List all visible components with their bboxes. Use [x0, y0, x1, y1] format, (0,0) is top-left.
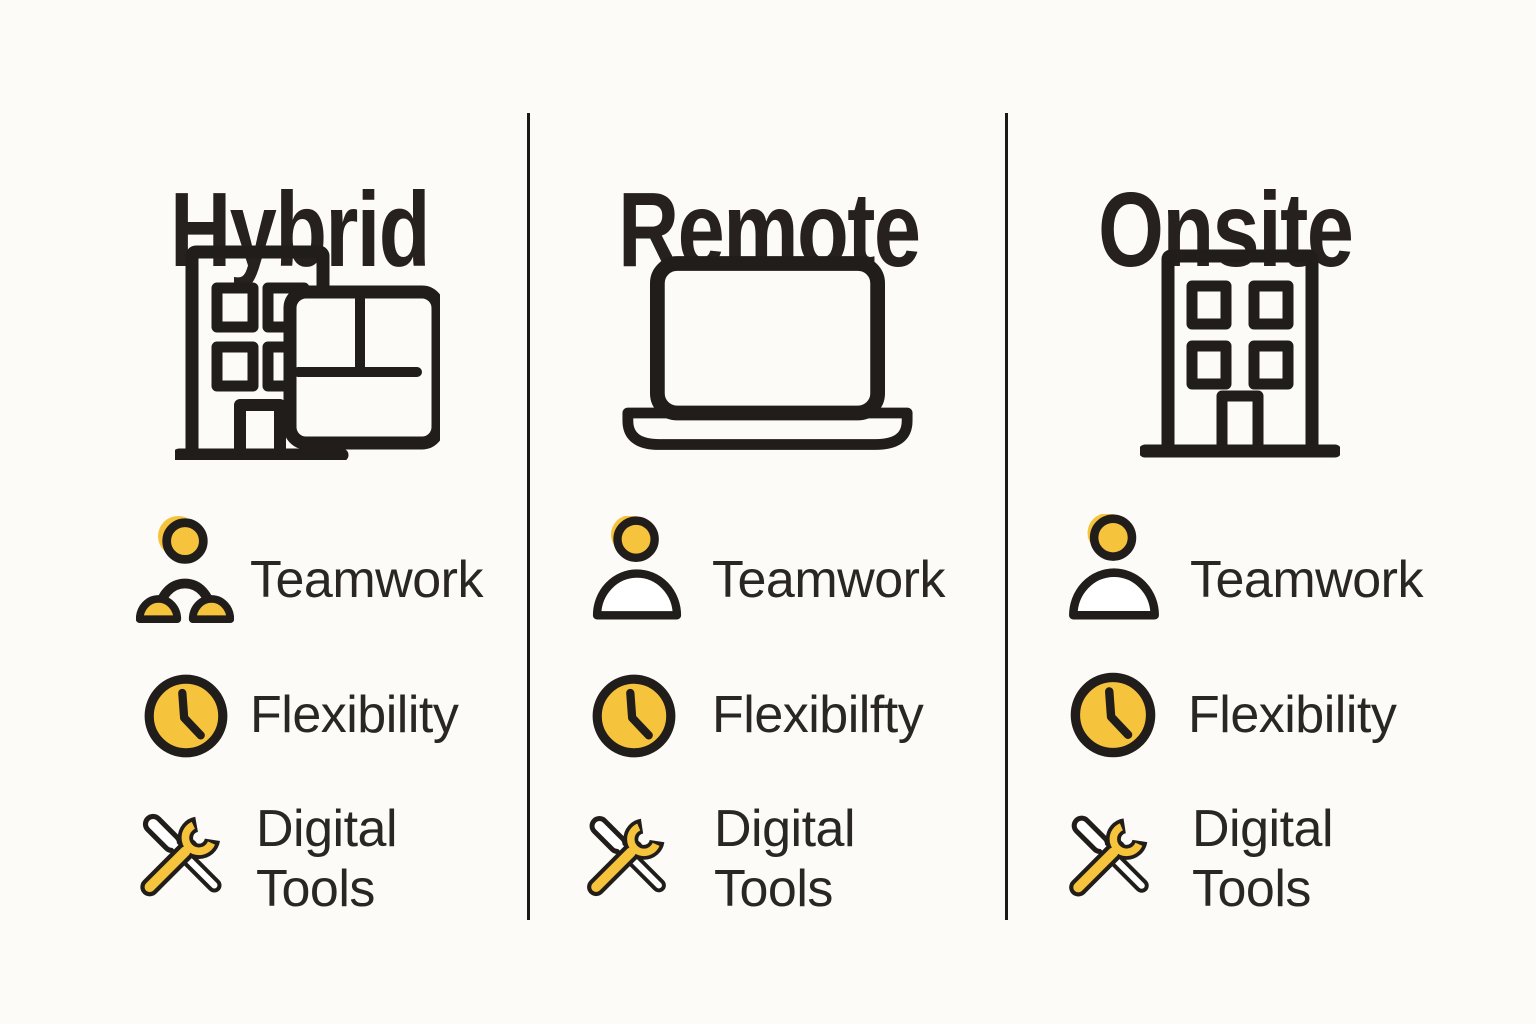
crossed-tools-icon	[1069, 815, 1149, 897]
person-icon	[1069, 514, 1159, 620]
column-divider	[527, 113, 530, 920]
feature-label-digital-tools: Digital Tools	[714, 800, 856, 919]
feature-label-flexibility: Flexibility	[250, 686, 459, 744]
column-divider	[1005, 113, 1008, 920]
feature-label-flexibility: Flexibilfty	[712, 686, 924, 744]
office-building-icon	[1140, 249, 1340, 458]
person-icon	[592, 516, 682, 620]
feature-label-teamwork: Teamwork	[712, 551, 945, 609]
clock-icon	[592, 674, 676, 758]
clock-icon	[1070, 672, 1156, 758]
column-title-hybrid: Hybrid	[170, 171, 431, 290]
laptop-icon	[622, 256, 913, 450]
crossed-tools-icon	[140, 813, 222, 897]
feature-label-digital-tools: Digital Tools	[256, 800, 398, 919]
feature-label-teamwork: Teamwork	[250, 551, 483, 609]
hybrid-building-screen-icon	[175, 245, 440, 460]
team-people-icon	[136, 516, 234, 624]
crossed-tools-icon	[587, 816, 666, 897]
feature-label-flexibility: Flexibility	[1188, 686, 1397, 744]
feature-label-teamwork: Teamwork	[1190, 551, 1423, 609]
clock-icon	[144, 674, 228, 758]
feature-label-digital-tools: Digital Tools	[1192, 800, 1334, 919]
